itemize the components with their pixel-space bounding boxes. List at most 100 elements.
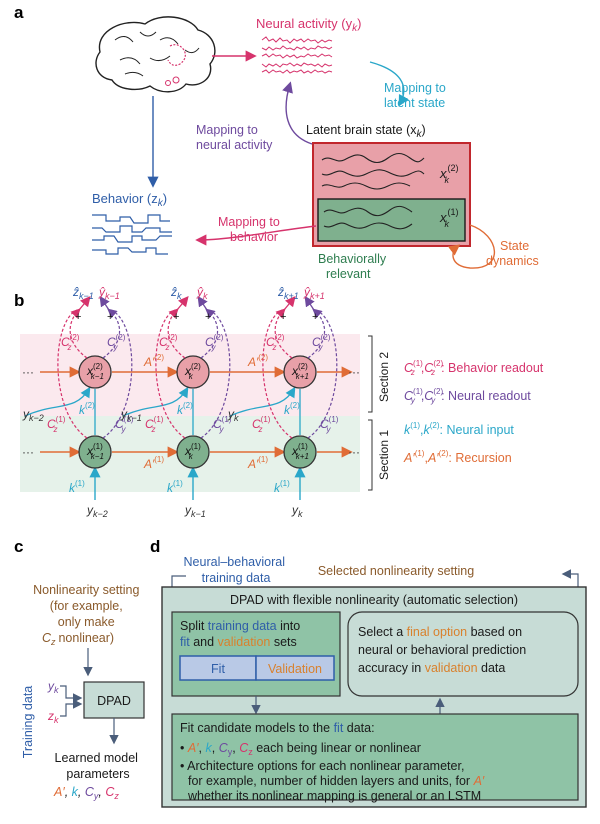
z-output-arrow xyxy=(78,296,91,311)
latent-x1-label: x(1)k xyxy=(439,207,459,229)
neural-readout-arrow xyxy=(200,308,219,359)
legend-neural-input: k(1),k(2): Neural input xyxy=(404,421,514,437)
neural-behavioral-training-data: Neural–behavioral training data xyxy=(184,555,289,585)
validation-tab-label: Validation xyxy=(268,662,322,676)
behavior-readout-arrow xyxy=(167,308,186,359)
k1-label: k(1) xyxy=(167,479,183,495)
z-hat-label: ẑk−1 xyxy=(72,285,94,301)
behavior-readout-arrow-1 xyxy=(155,309,186,439)
latent-node-x1-label: x(1)k+1 xyxy=(291,442,309,461)
nonlinearity-setting-label: Nonlinearity setting (for example, only … xyxy=(33,583,143,647)
split-text: Split training data into fit and validat… xyxy=(180,619,304,649)
readout-label: C(1)y xyxy=(115,415,134,434)
k1-label: k(1) xyxy=(274,479,290,495)
behavior-label: Behavior (zk) xyxy=(92,191,167,209)
latent-node-x1-label: x(1)k−1 xyxy=(86,442,104,461)
behavior-readout-arrow-1 xyxy=(262,309,293,439)
panel-label-a: a xyxy=(14,3,24,22)
legend-recursion: A′(1),A′(2): Recursion xyxy=(403,449,512,465)
fit-candidates-text: Fit candidate models to the fit data: xyxy=(180,721,375,735)
recursion-label: A′(2) xyxy=(143,353,164,369)
plus-sign: + xyxy=(205,311,211,323)
latent-node-x1 xyxy=(283,435,317,469)
neural-readout-arrow xyxy=(307,308,326,359)
latent-node-x2 xyxy=(283,355,317,389)
y-output-arrow xyxy=(304,295,315,311)
mapping-latent-arrow xyxy=(369,61,409,107)
readout-label: C(1)y xyxy=(213,415,232,434)
ellipsis-left: ··· xyxy=(22,445,34,459)
validation-tab xyxy=(255,655,335,681)
behavior-readout-arrow xyxy=(69,308,88,359)
latent-node-x2 xyxy=(78,355,112,389)
neural-activity-traces xyxy=(261,36,333,74)
readout-label: C(2)y xyxy=(312,333,331,352)
neural-readout-arrow-1 xyxy=(102,309,133,439)
y-output-arrow xyxy=(197,295,208,311)
fit-tab-label: Fit xyxy=(211,662,225,676)
learned-parameters-list: A′, k, Cy, Cz xyxy=(53,785,119,801)
readout-label: C(2)y xyxy=(107,333,126,352)
latent-node-x1-label: x(1)k xyxy=(184,442,201,461)
k2-label: k(2) xyxy=(79,401,95,417)
readout-label: C(1)z xyxy=(252,415,271,434)
latent-node-x1 xyxy=(176,435,210,469)
y-hat-label: ŷk−1 xyxy=(98,285,120,301)
neural-readout-arrow-1 xyxy=(200,309,231,439)
y-hat-label: ŷk xyxy=(196,285,208,301)
mapping-behavior-arrow xyxy=(195,225,317,246)
input-zk: zk xyxy=(47,709,59,725)
legend-behavior-readout: C(1)z,C(2)z: Behavior readout xyxy=(404,359,544,377)
latent-node-x2-label: x(2)k xyxy=(184,362,201,381)
learned-parameters-label: Learned model parameters xyxy=(55,751,142,781)
selected-nonlinearity-label: Selected nonlinearity setting xyxy=(318,564,474,578)
bullet-2: • Architecture options for each nonlinea… xyxy=(180,759,488,803)
panel-label-c: c xyxy=(14,537,23,556)
neural-readout-arrow xyxy=(102,308,121,359)
input-y-label: yk xyxy=(291,503,303,519)
plus-sign: + xyxy=(280,311,286,323)
latent-node-x2-label: x(2)k−1 xyxy=(86,362,104,381)
ellipsis-right: ··· xyxy=(348,365,360,379)
readout-label: C(1)y xyxy=(320,415,339,434)
z-hat-label: ẑk xyxy=(170,285,182,301)
fit-tab xyxy=(179,655,257,681)
mid-y-label: yk−2 xyxy=(22,407,44,423)
latent-state-box: x(2)k x(1)k xyxy=(312,142,471,247)
section2-bracket xyxy=(368,335,373,413)
recursion-label: A′(1) xyxy=(247,455,268,471)
dpad-label: DPAD xyxy=(97,694,131,708)
k2-input-arrow xyxy=(122,386,189,417)
input-yk: yk xyxy=(47,679,59,695)
latent-node-x2-label: x(2)k+1 xyxy=(291,362,309,381)
z-output-arrow xyxy=(283,296,296,311)
behavior-readout-arrow-1 xyxy=(57,309,88,439)
z-output-arrow xyxy=(176,296,189,311)
readout-label: C(1)z xyxy=(47,415,66,434)
y-output-arrow xyxy=(99,295,110,311)
split-box xyxy=(171,611,341,697)
recursion-label: A′(2) xyxy=(247,353,268,369)
readout-label: C(2)z xyxy=(266,333,285,352)
latent-x2-label: x(2)k xyxy=(439,163,459,185)
latent-node-x1 xyxy=(78,435,112,469)
plus-sign: + xyxy=(107,311,113,323)
latent-state-label: Latent brain state (xk) xyxy=(306,123,426,140)
time-steps-diagram: ············A′(2)A′(1)A′(2)A′(1)yk−2k(1)… xyxy=(22,285,360,519)
ellipsis-right: ··· xyxy=(348,445,360,459)
plus-sign: + xyxy=(75,311,81,323)
plus-sign: + xyxy=(312,311,318,323)
dpad-flexible-title: DPAD with flexible nonlinearity (automat… xyxy=(230,593,518,607)
select-box xyxy=(347,611,579,697)
mapping-neural-arrow xyxy=(282,81,313,145)
latent-node-x2 xyxy=(176,355,210,389)
dpad-box xyxy=(83,681,145,719)
mid-y-label: yk xyxy=(227,407,239,423)
behavior-traces xyxy=(92,214,172,255)
k2-label: k(2) xyxy=(284,401,300,417)
